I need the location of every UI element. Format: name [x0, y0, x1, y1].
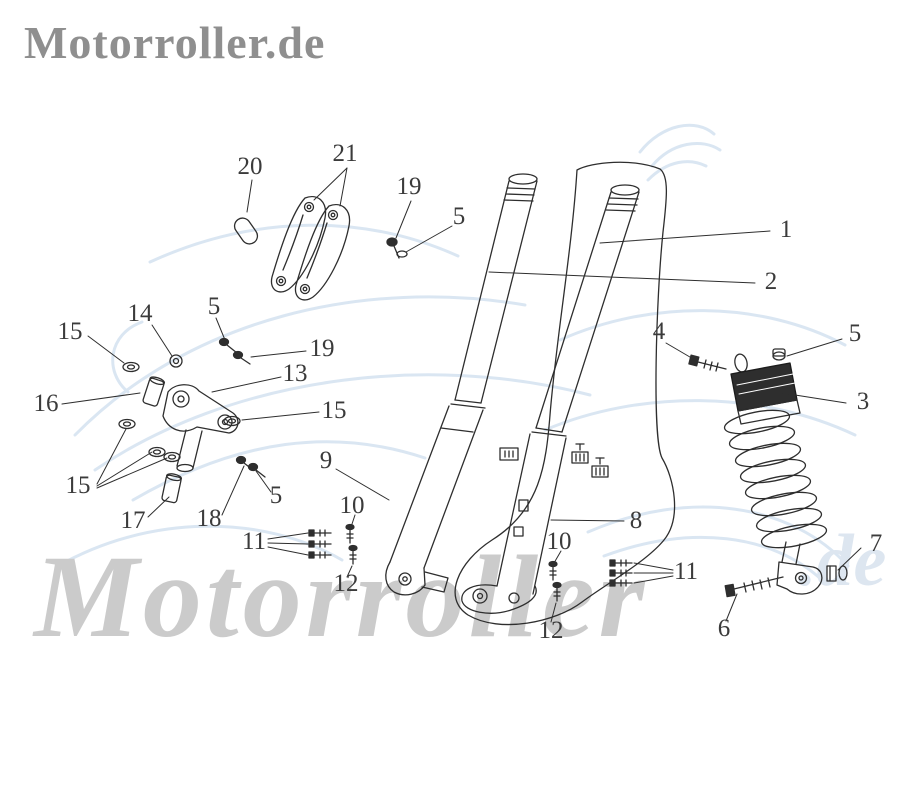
header-watermark: Motorroller.de: [24, 17, 326, 68]
part-callout-5-2: 5: [207, 293, 221, 320]
part-callout-8: 8: [629, 507, 643, 534]
fender-outline: [454, 161, 676, 626]
part-callout-14: 14: [127, 300, 153, 327]
part-callout-20: 20: [237, 153, 263, 180]
part-callout-10-2: 10: [546, 528, 572, 555]
part-callout-17: 17: [120, 507, 146, 534]
part-callout-19-1: 19: [396, 173, 422, 200]
fastener-hardware: [308, 523, 633, 602]
handlebar-brackets: [233, 196, 351, 301]
part-callout-4: 4: [652, 318, 666, 345]
part-callout-13: 13: [282, 360, 308, 387]
steering-stem-parts: [118, 237, 408, 504]
part-callout-15-3: 15: [65, 472, 91, 499]
part-callout-6: 6: [717, 615, 731, 642]
part-callout-9: 9: [319, 447, 333, 474]
part-callout-5-3: 5: [848, 320, 862, 347]
part-callout-12-2: 12: [538, 617, 564, 644]
part-callout-19-2: 19: [309, 335, 335, 362]
part-callout-12-1: 12: [333, 570, 359, 597]
part-callout-5-1: 5: [452, 203, 466, 230]
part-callout-1: 1: [779, 216, 793, 243]
footer-watermark: Motorroller: [34, 531, 649, 662]
footer-watermark-suffix: .de: [798, 520, 887, 602]
part-callout-7: 7: [869, 530, 883, 557]
front-fork-left-tube: [385, 173, 538, 596]
part-callout-11-1: 11: [241, 528, 267, 555]
part-callout-15-1: 15: [57, 318, 83, 345]
part-callout-15-2: 15: [321, 397, 347, 424]
leader-lines: [61, 167, 862, 623]
part-callout-2: 2: [764, 268, 778, 295]
part-callout-5-4: 5: [269, 482, 283, 509]
axle-adjuster-blocks: [571, 443, 609, 478]
part-callout-18: 18: [196, 505, 222, 532]
part-callout-11-2: 11: [673, 558, 699, 585]
part-callout-10-1: 10: [339, 492, 365, 519]
part-callout-3: 3: [856, 388, 870, 415]
part-callout-16: 16: [33, 390, 59, 417]
part-callout-21: 21: [332, 140, 358, 167]
